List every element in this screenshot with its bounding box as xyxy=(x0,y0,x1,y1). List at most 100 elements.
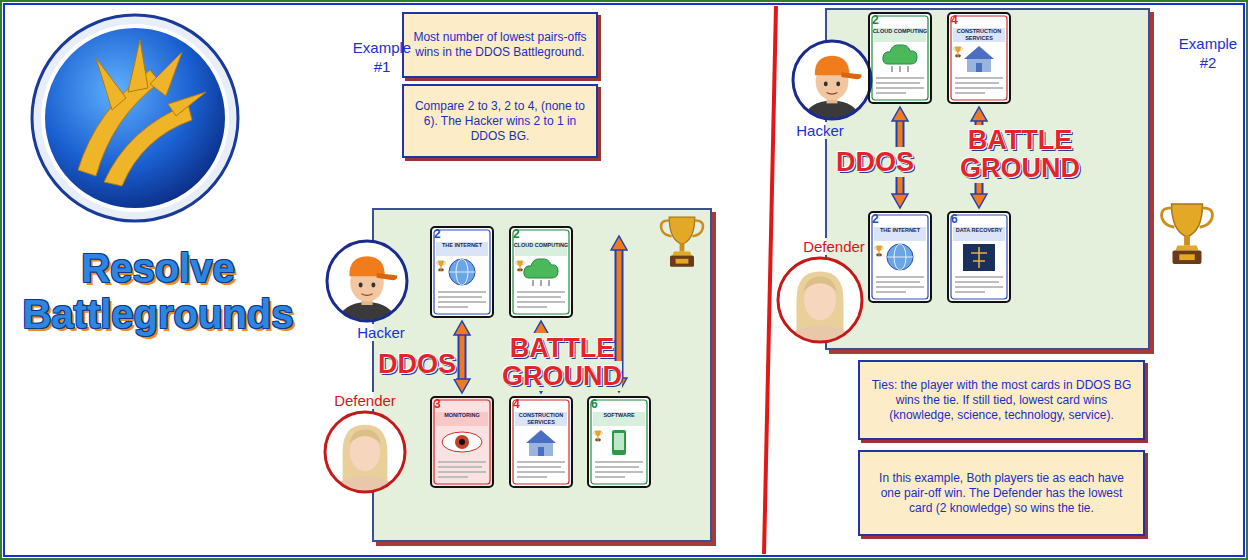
player-label: Defender xyxy=(333,392,397,409)
card-value: 6 xyxy=(591,397,598,411)
battleground-title: DDOS xyxy=(378,349,456,379)
text-holder: Hacker xyxy=(795,122,845,140)
text-holder: 2 xyxy=(872,212,879,226)
text-holder: DDOS xyxy=(836,148,914,176)
arrow-outline xyxy=(458,333,467,381)
text-holder: Most number of lowest pairs-offs wins in… xyxy=(412,30,588,60)
text-holder: CONSTRUCTION SERVICES xyxy=(512,412,570,425)
inner-frame xyxy=(4,4,1244,556)
slide-title: Resolve Battlegrounds xyxy=(22,246,293,336)
player-avatar: Hacker xyxy=(324,238,410,341)
text-holder: BATTLE GROUND xyxy=(492,334,632,390)
player-avatar: Defender xyxy=(322,392,408,495)
game-card: 4CONSTRUCTION SERVICES xyxy=(509,396,573,488)
card-value: 6 xyxy=(951,212,958,226)
text-holder: 2 xyxy=(872,13,879,27)
text-holder: Defender xyxy=(802,238,866,256)
text-holder: THE INTERNET xyxy=(871,227,929,234)
player-label: Hacker xyxy=(356,324,406,341)
player-avatar: Defender xyxy=(775,238,866,345)
game-card: 2CLOUD COMPUTING xyxy=(509,226,573,318)
pair-off-arrow xyxy=(462,333,463,381)
text-holder: DATA RECOVERY xyxy=(950,227,1008,234)
avatar-ring xyxy=(793,41,871,119)
text-holder: Example #2 xyxy=(1174,34,1242,72)
rule-text: Compare 2 to 3, 2 to 4, (none to 6). The… xyxy=(412,99,588,144)
ddos-battleground: DDOSBATTLE GROUND2CLOUD COMPUTING4CONSTR… xyxy=(825,8,1150,350)
battleground-title: BATTLE GROUND xyxy=(502,333,622,391)
example-label: Example #2 xyxy=(1179,35,1237,71)
avatar-ring xyxy=(778,258,862,342)
rule-text: Ties: the player with the most cards in … xyxy=(868,378,1135,423)
game-card: 2THE INTERNET xyxy=(430,226,494,318)
card-title: CLOUD COMPUTING xyxy=(512,242,570,249)
game-card: 2CLOUD COMPUTING xyxy=(868,12,932,104)
card-title: THE INTERNET xyxy=(433,242,491,249)
card-value: 2 xyxy=(434,227,441,241)
rule-note-box: Compare 2 to 3, 2 to 4, (none to 6). The… xyxy=(402,84,598,158)
text-holder: SOFTWARE xyxy=(590,412,648,419)
text-holder: CLOUD COMPUTING xyxy=(871,28,929,35)
rule-text: Most number of lowest pairs-offs wins in… xyxy=(412,30,588,60)
card-title: CLOUD COMPUTING xyxy=(871,28,929,35)
text-holder: Resolve Battlegrounds xyxy=(8,245,308,337)
card-value: 2 xyxy=(872,212,879,226)
avatar-face xyxy=(328,242,406,321)
card-value: 4 xyxy=(951,13,958,27)
player-avatar: Hacker xyxy=(790,38,874,139)
text-holder: 2 xyxy=(434,227,441,241)
avatar-face xyxy=(794,42,870,119)
text-holder: CONSTRUCTION SERVICES xyxy=(950,28,1008,41)
game-card: 3MONITORING xyxy=(430,396,494,488)
ddos-battleground: DDOSBATTLE GROUND2THE INTERNET2CLOUD COM… xyxy=(372,208,712,542)
text-holder: 3 xyxy=(434,397,441,411)
text-holder: 2 xyxy=(513,227,520,241)
rule-note-box: Most number of lowest pairs-offs wins in… xyxy=(402,12,598,78)
text-holder: CLOUD COMPUTING xyxy=(512,242,570,249)
text-holder: 6 xyxy=(591,397,598,411)
card-title: CONSTRUCTION SERVICES xyxy=(512,412,570,425)
game-card: 6DATA RECOVERY xyxy=(947,211,1011,303)
avatar-ring xyxy=(327,241,407,321)
card-value: 3 xyxy=(434,397,441,411)
text-holder: In this example, Both players tie as eac… xyxy=(868,471,1135,516)
avatar-ring xyxy=(325,412,405,492)
text-holder: 4 xyxy=(513,397,520,411)
rule-note-box: Ties: the player with the most cards in … xyxy=(858,360,1145,440)
text-holder: Compare 2 to 3, 2 to 4, (none to 6). The… xyxy=(412,99,588,144)
text-holder: Ties: the player with the most cards in … xyxy=(868,378,1135,423)
battleground-title: DDOS xyxy=(836,147,914,177)
card-title: CONSTRUCTION SERVICES xyxy=(950,28,1008,41)
avatar-face xyxy=(779,259,861,342)
text-holder: MONITORING xyxy=(433,412,491,419)
game-card: 2THE INTERNET xyxy=(868,211,932,303)
game-card: 6SOFTWARE xyxy=(587,396,651,488)
rule-text: In this example, Both players tie as eac… xyxy=(868,471,1135,516)
trophy-icon xyxy=(1162,204,1213,264)
trophy-icon xyxy=(661,217,703,267)
card-title: SOFTWARE xyxy=(590,412,648,419)
divider-line xyxy=(764,6,776,554)
card-title: THE INTERNET xyxy=(871,227,929,234)
avatar-face xyxy=(326,413,404,492)
battleground-ground xyxy=(825,8,1150,350)
text-holder: Hacker xyxy=(356,324,406,342)
card-title: DATA RECOVERY xyxy=(950,227,1008,234)
logo-emblem xyxy=(32,15,238,221)
rule-note-box: In this example, Both players tie as eac… xyxy=(858,450,1145,536)
battleground-ground xyxy=(372,208,712,542)
text-holder: DDOS xyxy=(378,350,456,378)
game-card: 4CONSTRUCTION SERVICES xyxy=(947,12,1011,104)
text-holder: BATTLE GROUND xyxy=(950,126,1090,182)
player-label: Hacker xyxy=(795,122,845,139)
player-label: Defender xyxy=(802,238,866,255)
text-holder: Defender xyxy=(333,392,397,410)
arrow-shaft xyxy=(460,335,465,379)
card-value: 4 xyxy=(513,397,520,411)
text-holder: 4 xyxy=(951,13,958,27)
card-title: MONITORING xyxy=(433,412,491,419)
card-value: 2 xyxy=(513,227,520,241)
card-value: 2 xyxy=(872,13,879,27)
